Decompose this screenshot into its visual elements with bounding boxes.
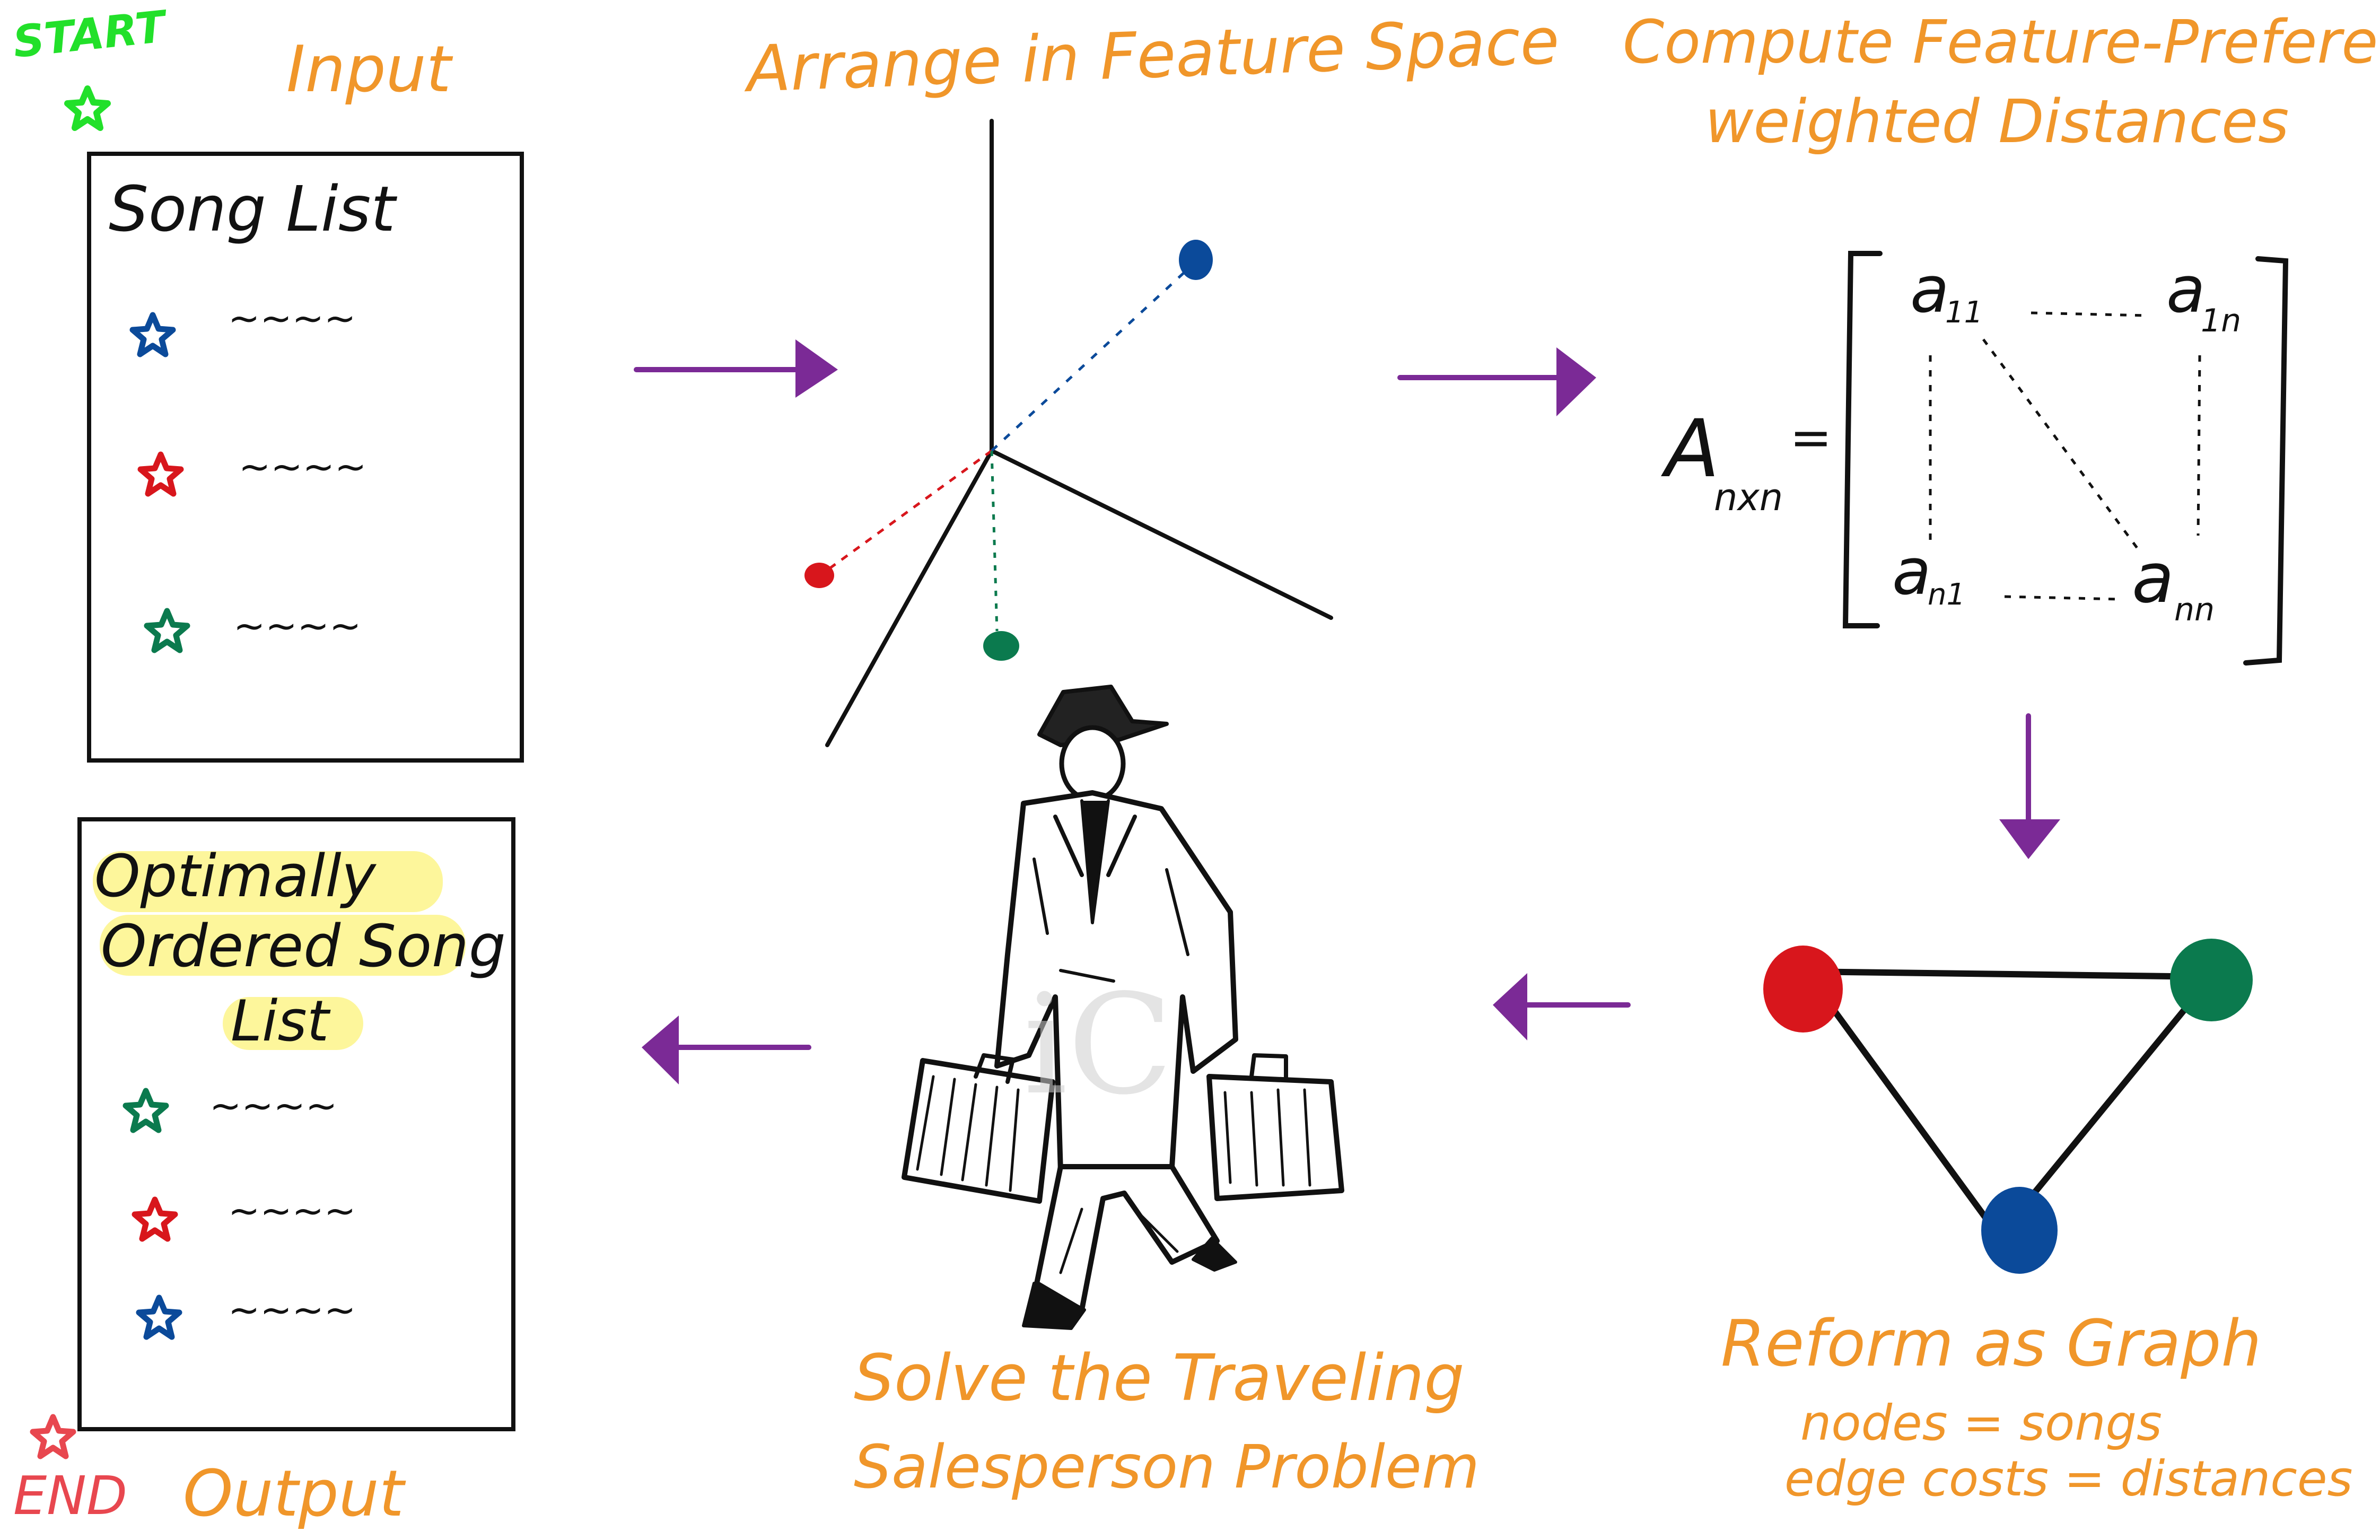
matrix-equals: = xyxy=(1790,409,1832,467)
entry-an1-sub: n1 xyxy=(1928,578,1965,612)
feature-space-title: Arrange in Feature Space xyxy=(742,5,1560,107)
output-song-row-1: ~~~~ xyxy=(126,1083,337,1130)
green-song-node xyxy=(2170,939,2253,1021)
red-song-node xyxy=(1763,946,1843,1032)
graph-edge xyxy=(2001,974,2215,1232)
distances-title-line1: Compute Feature-Preference xyxy=(1623,8,2380,77)
output-card-line2: Ordered Song xyxy=(101,912,506,980)
end-label: END xyxy=(13,1465,127,1527)
arrow-right-1 xyxy=(634,339,838,398)
distances-title-line2: weighted Distances xyxy=(1705,88,2289,156)
arrow-right-2 xyxy=(1397,347,1596,416)
start-star-icon xyxy=(67,89,108,128)
entry-a11: a xyxy=(1910,253,1949,327)
output-song-row-3: ~~~~ xyxy=(139,1288,356,1337)
right-bracket xyxy=(2243,256,2289,666)
blue-song-point xyxy=(1179,240,1213,280)
green-song-point xyxy=(983,631,1019,661)
graph-title: Reform as Graph xyxy=(1721,1307,2262,1381)
traveling-salesman-illustration xyxy=(902,685,1344,1330)
start-label: START xyxy=(11,2,171,68)
output-card-line3: List xyxy=(231,988,331,1054)
input-song-row-2: ~~~~ xyxy=(141,444,366,494)
song-placeholder: ~~~~ xyxy=(209,1083,337,1128)
watermark: iC xyxy=(1023,965,1173,1125)
blue-song-node xyxy=(1981,1187,2058,1274)
arrow-down xyxy=(1999,713,2060,859)
entry-an1: a xyxy=(1892,536,1931,609)
graph-edge xyxy=(1802,968,1997,1232)
entry-a1n-sub: 1n xyxy=(2201,302,2241,339)
green-projection xyxy=(990,450,999,632)
red-projection xyxy=(826,449,993,572)
song-placeholder: ~~~~ xyxy=(239,444,366,489)
graph-edge xyxy=(1802,968,2215,980)
feature-space-axes xyxy=(825,119,1333,747)
graph-line3: edge costs = distances xyxy=(1784,1450,2352,1507)
left-bracket xyxy=(1842,251,1883,628)
arrow-left-1 xyxy=(1493,973,1631,1040)
song-placeholder: ~~~~ xyxy=(228,1188,356,1233)
graph-line2: nodes = songs xyxy=(1800,1395,2162,1451)
distance-matrix: A nxn = a 11 a 1n a n1 a nn xyxy=(1661,251,2289,666)
tsp-line2: Salesperson Problem xyxy=(854,1433,1480,1502)
input-song-row-3: ~~~~ xyxy=(147,603,361,650)
output-song-row-2: ~~~~ xyxy=(135,1188,356,1239)
tsp-line1: Solve the Traveling xyxy=(854,1342,1465,1415)
song-placeholder: ~~~~ xyxy=(228,1288,356,1332)
matrix-name: A xyxy=(1661,403,1720,495)
input-song-row-1: ~~~~ xyxy=(133,296,356,354)
input-title: Input xyxy=(286,33,453,107)
output-card-line1: Optimally xyxy=(94,842,377,910)
matrix-subscript: nxn xyxy=(1714,476,1783,519)
input-card-title: Song List xyxy=(109,172,397,246)
highlight xyxy=(93,851,443,912)
entry-ann-sub: nn xyxy=(2174,591,2215,628)
arrow-left-2 xyxy=(642,1016,811,1084)
entry-a11-sub: 11 xyxy=(1945,295,1983,330)
entry-a1n: a xyxy=(2166,253,2206,327)
matrix-dots xyxy=(1929,311,2201,601)
song-graph xyxy=(1763,939,2253,1274)
highlight xyxy=(223,997,363,1050)
red-song-point xyxy=(804,563,834,588)
highlight xyxy=(100,915,466,976)
end-star-icon xyxy=(33,1417,73,1456)
entry-ann: a xyxy=(2132,538,2174,618)
song-placeholder: ~~~~ xyxy=(228,296,356,340)
song-placeholder: ~~~~ xyxy=(233,603,361,648)
output-title: Output xyxy=(183,1457,406,1531)
blue-projection xyxy=(991,264,1193,452)
